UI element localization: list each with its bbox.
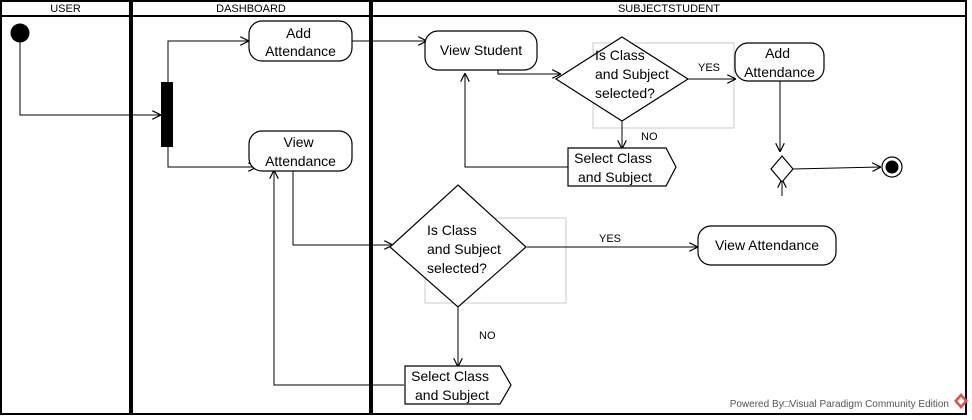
label-yes-bottom: YES <box>599 233 621 245</box>
svg-text:Is Class and Subject: Is Class and Subject selected? <box>595 47 673 101</box>
add-attendance-sub-line-2: Attendance <box>744 64 815 80</box>
decision-top-line-1: Is Class <box>595 47 645 63</box>
view-attendance-sub-label: View Attendance <box>715 237 819 253</box>
edge-merge-to-end <box>792 167 880 169</box>
label-yes-top: YES <box>698 62 720 74</box>
edge-view-student-to-decision-top <box>497 70 560 74</box>
label-no-bottom: NO <box>479 330 496 342</box>
svg-text:Is Class and Subject: Is Class and Subject selected? <box>427 222 505 276</box>
label-no-top: NO <box>641 131 658 143</box>
lane-title-subjectstudent: SUBJECTSTUDENT <box>618 3 720 15</box>
action-select-class-bottom: Select Class and Subject <box>404 365 512 405</box>
lane-subjectstudent: SUBJECTSTUDENT <box>371 0 967 415</box>
lane-title-user: USER <box>50 3 81 15</box>
view-student-label: View Student <box>440 42 522 58</box>
select-class-bottom-line-2: and Subject <box>415 387 489 403</box>
action-add-attendance-subject: Add Attendance <box>734 42 825 82</box>
lane-dashboard: DASHBOARD <box>131 0 371 415</box>
edge-fork-to-view-attendance <box>167 147 256 167</box>
edge-fork-to-add-attendance <box>167 41 248 82</box>
select-class-top-line-2: and Subject <box>578 169 652 185</box>
decision-bottom-line-3: selected? <box>427 260 487 276</box>
lane-title-dashboard: DASHBOARD <box>216 3 286 15</box>
edges <box>19 38 880 386</box>
action-view-student: View Student <box>424 30 538 71</box>
decision-top: Is Class and Subject selected? <box>554 36 690 122</box>
add-attendance-sub-line-1: Add <box>765 45 790 61</box>
fork-bar <box>161 82 173 147</box>
select-class-bottom-line-1: Select Class <box>411 368 489 384</box>
lane-user: USER <box>0 0 131 415</box>
decision-top-line-3: selected? <box>595 85 655 101</box>
visual-paradigm-logo-icon <box>954 393 968 409</box>
merge-node <box>770 155 794 183</box>
svg-text:Add Attendance: Add Attendance <box>265 25 336 59</box>
view-attendance-line-2: Attendance <box>265 153 336 169</box>
add-attendance-line-1: Add <box>286 25 311 41</box>
action-view-attendance-dashboard: View Attendance <box>248 130 353 172</box>
final-node <box>881 156 903 178</box>
action-view-attendance-subject: View Attendance <box>697 225 837 266</box>
decision-bottom-line-1: Is Class <box>427 222 477 238</box>
svg-text:View Attendance: View Attendance <box>265 134 336 169</box>
svg-text:Add Attendance: Add Attendance <box>744 45 815 80</box>
select-class-top-line-1: Select Class <box>574 150 652 166</box>
decision-bottom: Is Class and Subject selected? <box>389 184 527 308</box>
action-select-class-top: Select Class and Subject <box>567 147 677 187</box>
action-add-attendance-dashboard: Add Attendance <box>248 20 353 62</box>
edge-view-attendance-to-decision-bottom <box>292 171 392 245</box>
view-attendance-line-1: View <box>284 134 315 150</box>
edge-start-to-fork <box>19 38 160 115</box>
footer-powered-by: Powered By□Visual Paradigm Community Edi… <box>730 399 949 410</box>
decision-top-line-2: and Subject <box>595 66 669 82</box>
add-attendance-line-2: Attendance <box>265 43 336 59</box>
edge-select-top-to-view-student <box>465 74 568 168</box>
decision-bottom-line-2: and Subject <box>427 241 501 257</box>
edge-select-bottom-to-view-attendance <box>274 171 404 386</box>
initial-node <box>10 23 30 43</box>
svg-text:Select Class and Subject: Select Class and Subject <box>411 368 493 403</box>
svg-text:Select Class and Subject: Select Class and Subject <box>574 150 656 185</box>
